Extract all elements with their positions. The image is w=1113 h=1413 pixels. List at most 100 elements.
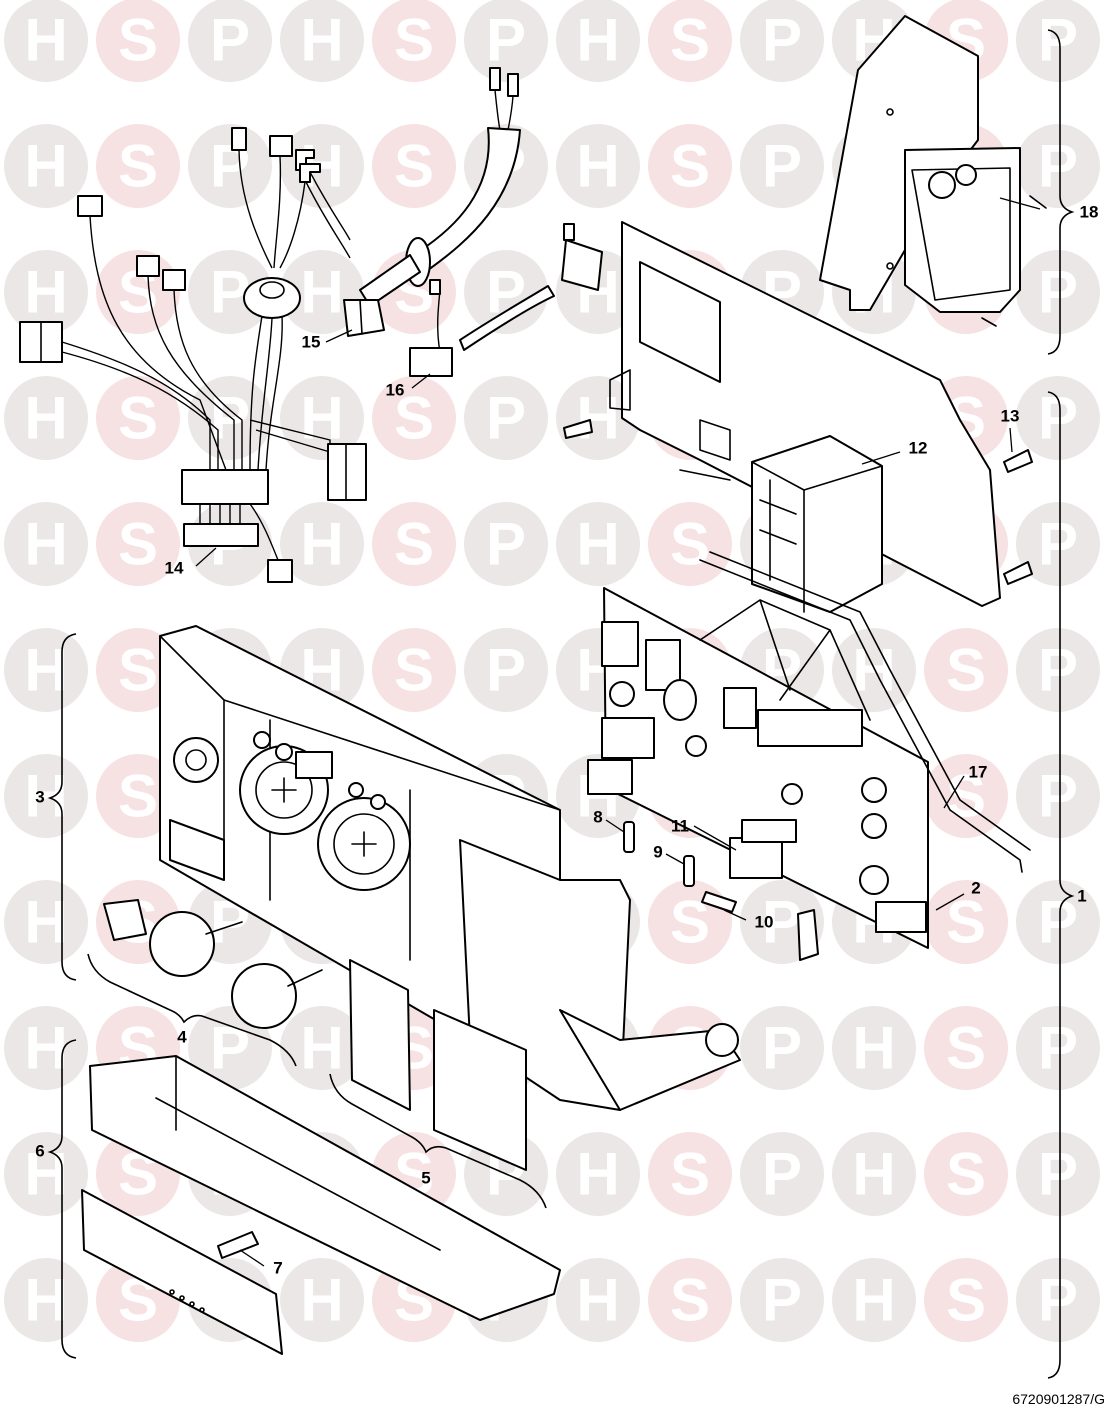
- watermark-circle: [832, 628, 916, 712]
- watermark-circle: [372, 124, 456, 208]
- watermark-circle: [464, 250, 548, 334]
- watermark-letter: P: [762, 1267, 802, 1334]
- drawing-reference-code: 6720901287/G: [1012, 1391, 1105, 1407]
- watermark-letter: P: [1038, 7, 1078, 74]
- watermark-letter: H: [852, 1267, 895, 1334]
- screws-13: [563, 419, 1033, 585]
- watermark-circle: [740, 124, 824, 208]
- watermark-letter: S: [946, 763, 986, 830]
- watermark-letter: H: [24, 385, 67, 452]
- watermark-circle: [4, 1258, 88, 1342]
- watermark-letter: S: [670, 1267, 710, 1334]
- watermark-letter: P: [1038, 763, 1078, 830]
- callout-7: 7: [273, 1259, 282, 1278]
- callout-2: 2: [971, 879, 980, 898]
- watermark-letter: H: [24, 1141, 67, 1208]
- watermark-letter: H: [300, 7, 343, 74]
- watermark-circle: [556, 124, 640, 208]
- watermark-circle: [280, 376, 364, 460]
- watermark-circle: [96, 0, 180, 82]
- watermark-circle: [1016, 1132, 1100, 1216]
- watermark-circle: [832, 1006, 916, 1090]
- watermark-letter: P: [210, 7, 250, 74]
- watermark-circle: [4, 502, 88, 586]
- watermark-letter: S: [118, 7, 158, 74]
- control-panel-housing: [159, 625, 741, 1111]
- watermark-circle: [924, 754, 1008, 838]
- watermark-letter: H: [852, 1141, 895, 1208]
- watermark-letter: H: [576, 385, 619, 452]
- brace-6: [47, 1039, 77, 1359]
- watermark-letter: P: [1038, 1141, 1078, 1208]
- callout-6: 6: [35, 1142, 44, 1161]
- callout-1: 1: [1077, 887, 1086, 906]
- watermark-circle: [372, 628, 456, 712]
- cable-with-grommet: [343, 67, 521, 337]
- watermark-circle: [464, 0, 548, 82]
- watermark-circle: [188, 124, 272, 208]
- watermark-circle: [1016, 880, 1100, 964]
- watermark-circle: [464, 376, 548, 460]
- watermark-letter: P: [1038, 1015, 1078, 1082]
- callout-16: 16: [386, 381, 405, 400]
- watermark-circle: [188, 250, 272, 334]
- watermark-letter: P: [1038, 133, 1078, 200]
- watermark-circle: [648, 124, 732, 208]
- watermark-letter: S: [394, 385, 434, 452]
- watermark-letter: S: [946, 1267, 986, 1334]
- watermark-letter: P: [1038, 1267, 1078, 1334]
- circuit-board: [587, 587, 929, 949]
- watermark-letter: P: [762, 133, 802, 200]
- callout-14: 14: [165, 559, 184, 578]
- watermark-circle: [924, 1258, 1008, 1342]
- watermark-letter: S: [670, 7, 710, 74]
- watermark-circle: [924, 628, 1008, 712]
- callout-18: 18: [1080, 203, 1099, 222]
- watermark-circle: [740, 1132, 824, 1216]
- watermark-circle: [1016, 628, 1100, 712]
- watermark-circle: [1016, 0, 1100, 82]
- watermark-letter: S: [946, 1141, 986, 1208]
- watermark-circle: [556, 0, 640, 82]
- watermark-letter: S: [118, 133, 158, 200]
- fuses: [623, 821, 819, 961]
- brace-18: [1047, 29, 1075, 355]
- watermark-letter: H: [576, 1267, 619, 1334]
- control-box-assembly: [819, 15, 1047, 327]
- callout-4: 4: [177, 1028, 187, 1047]
- watermark-circle: [740, 1006, 824, 1090]
- watermark-letter: S: [394, 7, 434, 74]
- watermark-circle: [4, 628, 88, 712]
- watermark-circle: [556, 1258, 640, 1342]
- watermark-letter: H: [300, 1267, 343, 1334]
- callout-9: 9: [653, 843, 662, 862]
- watermark-letter: H: [24, 511, 67, 578]
- watermark-letter: H: [24, 763, 67, 830]
- watermark-circle: [648, 1258, 732, 1342]
- watermark-letter: H: [24, 133, 67, 200]
- watermark-letter: S: [670, 511, 710, 578]
- watermark-circle: [96, 502, 180, 586]
- watermark-circle: [1016, 1006, 1100, 1090]
- callout-8: 8: [593, 808, 602, 827]
- watermark-circle: [372, 376, 456, 460]
- callout-15: 15: [302, 333, 321, 352]
- watermark-circle: [4, 0, 88, 82]
- watermark-letter: P: [1038, 259, 1078, 326]
- watermark-letter: P: [210, 1015, 250, 1082]
- brace-1: [1047, 391, 1075, 1379]
- cable-with-connectors: [409, 223, 603, 377]
- watermark-letter: H: [852, 1015, 895, 1082]
- watermark-circle: [280, 0, 364, 82]
- watermark-letter: P: [210, 259, 250, 326]
- watermark-circle: [1016, 124, 1100, 208]
- watermark-letter: P: [486, 7, 526, 74]
- watermark-letter: S: [670, 133, 710, 200]
- watermark-letter: P: [762, 7, 802, 74]
- watermark-letter: H: [852, 637, 895, 704]
- wiring-harness: [19, 127, 367, 583]
- knobs: [103, 899, 323, 1029]
- watermark-letter: H: [24, 259, 67, 326]
- watermark-letter: P: [486, 511, 526, 578]
- watermark-letter: S: [946, 637, 986, 704]
